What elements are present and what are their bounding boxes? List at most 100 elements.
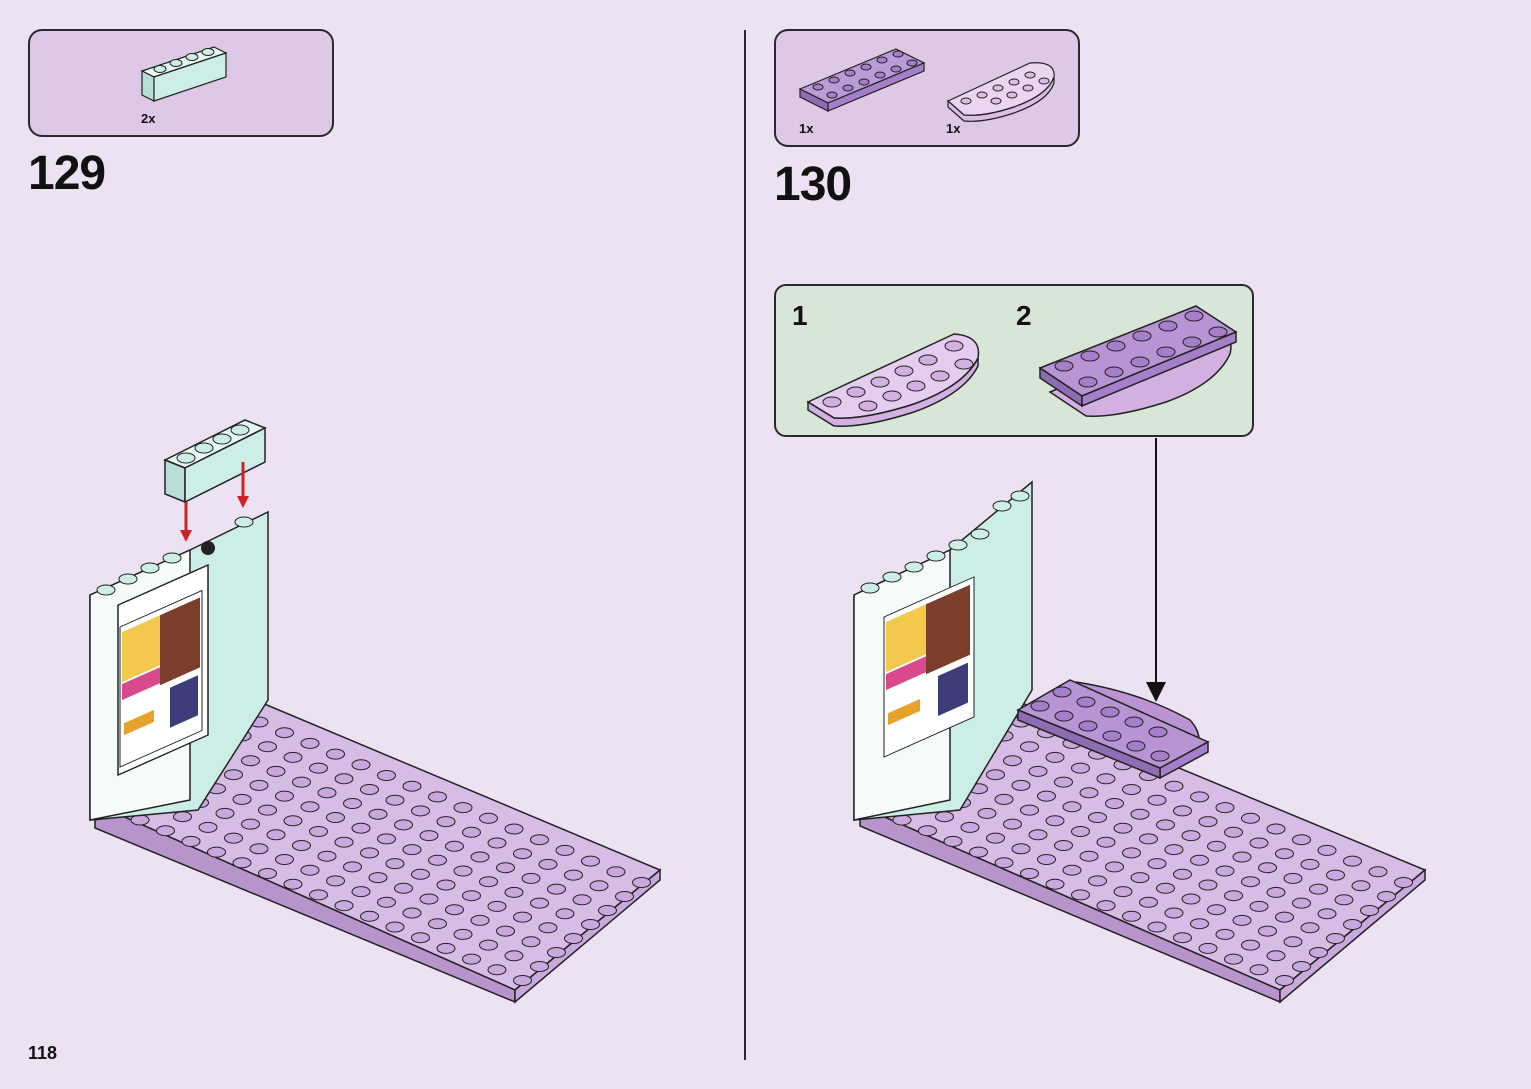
stud-icon — [173, 811, 192, 823]
stud-icon — [394, 819, 413, 831]
stud-icon — [1020, 804, 1039, 816]
stud-icon — [1105, 861, 1124, 873]
stud-icon — [547, 883, 566, 895]
stud-icon — [402, 780, 422, 792]
step-number-129: 129 — [28, 147, 106, 200]
stud-icon — [309, 826, 328, 837]
part-quantity: 1x — [799, 121, 814, 136]
stud-icon — [1079, 850, 1099, 862]
stud-icon — [343, 798, 362, 809]
stud-icon — [632, 877, 651, 888]
stud-icon — [1096, 773, 1116, 785]
stud-icon — [555, 908, 575, 920]
stud-icon — [258, 868, 277, 879]
stud-icon — [496, 925, 515, 937]
stud-icon — [300, 737, 320, 749]
stud-icon — [249, 843, 269, 855]
stud-icon — [1054, 840, 1073, 851]
stud-icon — [402, 844, 422, 856]
stud-icon — [1147, 921, 1167, 933]
stud-icon — [1215, 865, 1235, 877]
stud-icon — [1181, 893, 1201, 905]
stud-icon — [334, 900, 354, 912]
stud-icon — [1317, 908, 1337, 920]
stud-icon — [1241, 812, 1260, 824]
stud-icon — [436, 816, 456, 828]
stud-icon — [1071, 762, 1090, 774]
plate-2x6-icon — [798, 48, 926, 112]
stud-icon — [504, 823, 524, 835]
stud-icon — [436, 942, 456, 954]
stud-icon — [1088, 812, 1107, 823]
stud-icon — [1147, 858, 1167, 870]
stud-icon — [479, 939, 498, 951]
stud-icon — [530, 897, 549, 909]
stud-icon — [1207, 840, 1226, 852]
stud-icon — [470, 914, 490, 926]
stud-icon — [1045, 751, 1065, 763]
stud-icon — [1003, 755, 1022, 767]
stud-icon — [1360, 905, 1379, 916]
stud-icon — [1173, 932, 1192, 944]
stud-icon — [1343, 855, 1362, 867]
stud-icon — [317, 787, 337, 799]
stud-icon — [326, 875, 345, 887]
stud-icon — [241, 818, 260, 830]
stud-icon — [487, 964, 507, 976]
stud-icon — [1003, 818, 1022, 830]
stud-icon — [1130, 872, 1150, 884]
stud-icon — [334, 836, 354, 848]
substep-number-1: 1 — [792, 300, 808, 331]
stud-icon — [1300, 858, 1320, 870]
stud-icon — [343, 861, 362, 873]
stud-icon — [462, 953, 481, 965]
stud-icon — [1266, 950, 1286, 962]
stud-icon — [960, 821, 980, 833]
page-divider — [744, 30, 746, 1060]
stud-icon — [547, 947, 566, 958]
stud-icon — [411, 805, 430, 817]
stud-icon — [564, 869, 583, 881]
stud-icon — [1037, 854, 1056, 865]
stud-icon — [462, 826, 481, 838]
stud-icon — [1113, 822, 1133, 834]
stud-icon — [292, 776, 311, 788]
stud-icon — [1122, 847, 1141, 859]
stud-icon — [445, 904, 464, 916]
stud-icon — [1147, 794, 1167, 806]
stud-icon — [1190, 854, 1209, 866]
stud-icon — [1292, 897, 1311, 909]
stud-icon — [1266, 823, 1286, 835]
substep-number-2: 2 — [1016, 300, 1032, 331]
stud-icon — [360, 784, 379, 795]
stud-icon — [224, 832, 243, 844]
stud-icon — [994, 793, 1014, 805]
stud-icon — [1249, 837, 1269, 849]
stud-icon — [1028, 765, 1048, 777]
stud-icon — [1156, 819, 1175, 831]
stud-icon — [530, 961, 549, 972]
stud-icon — [326, 812, 345, 823]
stud-icon — [275, 727, 294, 739]
stud-icon — [1300, 922, 1320, 934]
stud-icon — [479, 876, 498, 888]
stud-icon — [385, 794, 405, 806]
stud-icon — [513, 911, 532, 923]
stud-icon — [1283, 936, 1303, 948]
stud-icon — [615, 891, 634, 902]
stud-icon — [309, 762, 328, 774]
stud-icon — [1275, 911, 1294, 923]
stud-icon — [360, 910, 379, 922]
stud-icon — [1088, 875, 1107, 887]
stud-icon — [1079, 787, 1099, 799]
stud-icon — [266, 765, 286, 777]
stud-icon — [436, 879, 456, 891]
stud-icon — [1054, 776, 1073, 788]
stud-icon — [1215, 802, 1235, 814]
stud-icon — [581, 919, 600, 930]
stud-icon — [487, 900, 507, 912]
substep-2-stacked-plates — [1038, 305, 1238, 417]
stud-icon — [1266, 886, 1286, 898]
stud-icon — [1275, 975, 1294, 986]
stud-icon — [986, 832, 1005, 844]
